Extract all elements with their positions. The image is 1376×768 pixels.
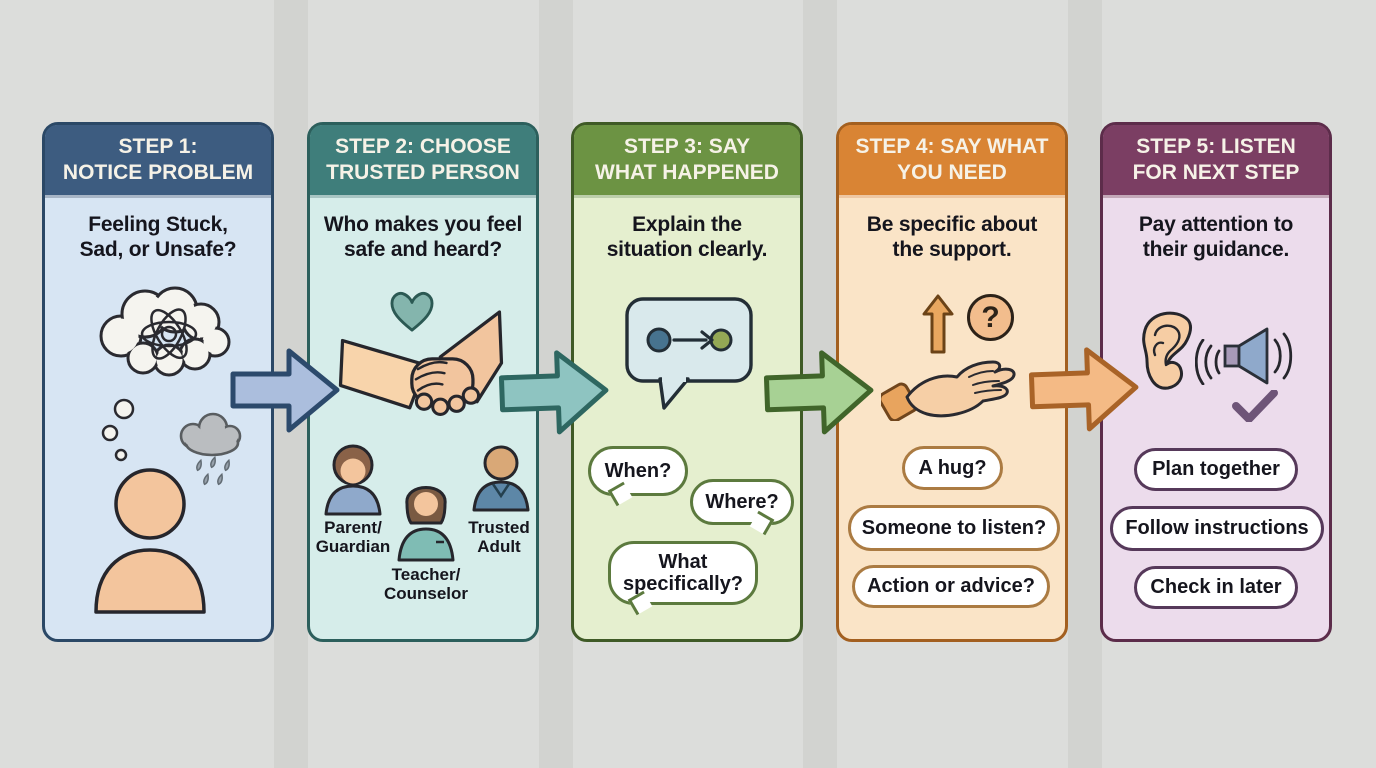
- chat-bubble-icon: [625, 297, 753, 410]
- checkmark-icon: [1232, 390, 1278, 422]
- label-teacher-counselor: Teacher/ Counselor: [383, 565, 469, 604]
- panel-1-header: STEP 1: NOTICE PROBLEM: [45, 125, 271, 198]
- panel-1-subtitle: Feeling Stuck, Sad, or Unsafe?: [79, 213, 237, 262]
- speech-bubble-when: When?: [588, 446, 688, 496]
- panel-step-2: STEP 2: CHOOSE TRUSTED PERSON Who makes …: [307, 122, 539, 642]
- panel-5-header: STEP 5: LISTEN FOR NEXT STEP: [1103, 125, 1329, 198]
- panel-4-header: STEP 4: SAY WHAT YOU NEED: [839, 125, 1065, 198]
- flow-arrow-1-icon: [230, 348, 340, 433]
- speech-bubble-where: Where?: [690, 479, 794, 525]
- action-pill-follow-instructions: Follow instructions: [1110, 506, 1324, 551]
- panel-5-body: Pay attention to their guidance.: [1103, 198, 1329, 639]
- action-pill-plan-together: Plan together: [1134, 448, 1298, 491]
- flow-arrow-4-icon: [1028, 347, 1139, 432]
- panel-2-subtitle: Who makes you feel safe and heard?: [323, 213, 523, 262]
- parent-icon: [324, 444, 382, 516]
- open-hand-icon: [881, 360, 1016, 421]
- need-pill-action-or-advice: Action or advice?: [852, 565, 1050, 608]
- panel-3-body: Explain the situation clearly. When? Whe…: [574, 198, 800, 639]
- panel-1-header-line1: STEP 1:: [118, 135, 198, 159]
- teacher-icon: [397, 486, 455, 562]
- heart-icon: [390, 291, 434, 332]
- trusted-adult-icon: [472, 445, 530, 512]
- panel-3-subtitle: Explain the situation clearly.: [606, 213, 768, 262]
- panel-1-header-line2: NOTICE PROBLEM: [62, 161, 254, 184]
- panel-5-subtitle: Pay attention to their guidance.: [1138, 213, 1294, 262]
- need-pill-a-hug: A hug?: [902, 446, 1003, 490]
- panel-1-body: Feeling Stuck, Sad, or Unsafe?: [45, 198, 271, 639]
- question-circle-icon: ?: [967, 294, 1014, 341]
- flow-arrow-2-icon: [498, 350, 609, 435]
- holding-hands-icon: [338, 310, 504, 416]
- panel-step-5: STEP 5: LISTEN FOR NEXT STEP Pay attenti…: [1100, 122, 1332, 642]
- panel-step-1: STEP 1: NOTICE PROBLEM Feeling Stuck, Sa…: [42, 122, 274, 642]
- thought-trail-icon: [101, 398, 135, 462]
- thought-cloud-scribble-icon: [99, 286, 231, 377]
- action-pill-check-in-later: Check in later: [1134, 566, 1298, 609]
- ear-icon: [1142, 311, 1192, 390]
- speaker-icon: [1223, 327, 1293, 385]
- panel-4-body: Be specific about the support. ? A hug?: [839, 198, 1065, 639]
- rain-cloud-icon: [179, 412, 242, 486]
- speech-bubble-what-specifically: What specifically?: [608, 541, 758, 605]
- panel-2-header: STEP 2: CHOOSE TRUSTED PERSON: [310, 125, 536, 198]
- panel-step-3: STEP 3: SAY WHAT HAPPENED Explain the si…: [571, 122, 803, 642]
- label-trusted-adult: Trusted Adult: [468, 518, 530, 557]
- panel-4-subtitle: Be specific about the support.: [866, 213, 1038, 262]
- person-icon: [94, 468, 206, 614]
- panel-step-4: STEP 4: SAY WHAT YOU NEED Be specific ab…: [836, 122, 1068, 642]
- panel-3-header: STEP 3: SAY WHAT HAPPENED: [574, 125, 800, 198]
- label-parent-guardian: Parent/ Guardian: [315, 518, 391, 557]
- flow-arrow-3-icon: [763, 350, 874, 435]
- panel-2-body: Who makes you feel safe and heard?: [310, 198, 536, 639]
- need-pill-someone-to-listen: Someone to listen?: [848, 505, 1060, 551]
- up-arrow-icon: [922, 294, 954, 354]
- sound-waves-icon: [1195, 339, 1221, 385]
